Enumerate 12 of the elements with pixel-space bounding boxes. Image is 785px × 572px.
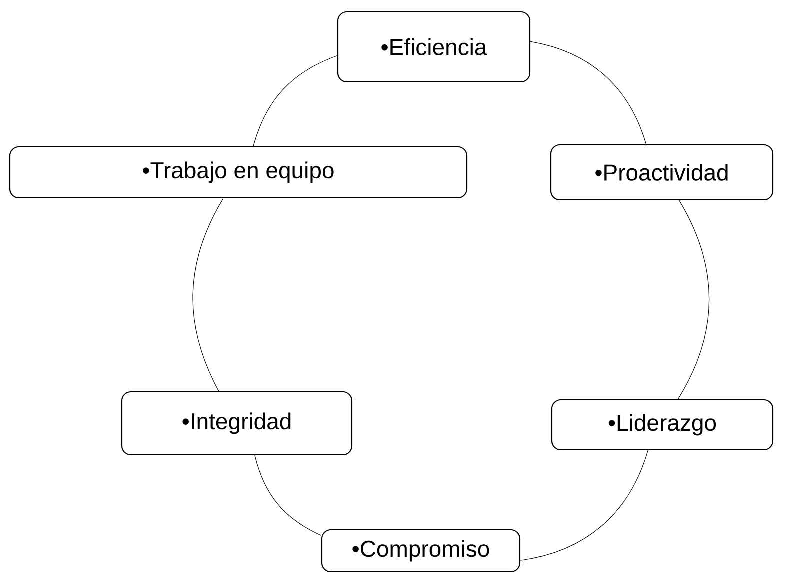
connector-arc	[253, 55, 338, 147]
text-box: •Eficiencia	[337, 11, 531, 83]
text-box: •Integridad	[121, 391, 353, 456]
connector-arc	[530, 41, 647, 145]
connector-arc	[678, 200, 710, 400]
connector-arc	[192, 198, 224, 392]
text-box: •Proactividad	[550, 144, 774, 201]
text-box: •Compromiso	[321, 529, 521, 572]
text-box: •Liderazgo	[551, 399, 774, 451]
connector-arc	[520, 450, 648, 561]
connector-arc	[254, 455, 322, 536]
text-box: •Trabajo en equipo	[9, 146, 468, 199]
